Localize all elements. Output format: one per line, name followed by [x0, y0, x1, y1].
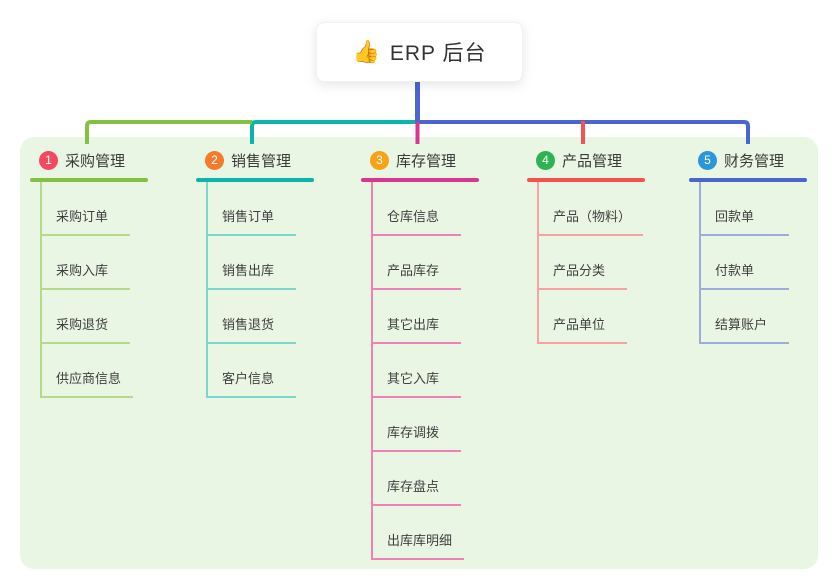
child-topic[interactable]: 其它出库 — [373, 290, 461, 344]
branch-title: 产品管理 — [562, 152, 623, 170]
branch-topic[interactable]: 1 采购管理 — [30, 146, 148, 174]
branch-number-badge: 2 — [205, 150, 224, 170]
child-topic[interactable]: 销售出库 — [208, 236, 296, 290]
child-topic[interactable]: 其它入库 — [373, 344, 461, 398]
child-topic[interactable]: 客户信息 — [208, 344, 296, 398]
branch-group-panel — [20, 137, 818, 569]
child-topic[interactable]: 结算账户 — [701, 290, 789, 344]
branch-topic[interactable]: 2 销售管理 — [196, 146, 314, 174]
branch-purchase: 1 采购管理 采购订单 采购入库 采购退货 供应商信息 — [30, 146, 148, 398]
branch-title: 财务管理 — [724, 152, 785, 170]
root-title: ERP 后台 — [389, 42, 487, 65]
thumbs-up-icon: 👍 — [352, 39, 380, 64]
child-topic[interactable]: 库存盘点 — [373, 452, 461, 506]
branch-children: 采购订单 采购入库 采购退货 供应商信息 — [40, 182, 134, 398]
child-topic[interactable]: 采购入库 — [42, 236, 130, 290]
branch-underline — [361, 178, 479, 182]
child-topic[interactable]: 库存调拨 — [373, 398, 461, 452]
branch-inventory: 3 库存管理 仓库信息 产品库存 其它出库 其它入库 库存调拨 库存盘点 出库库… — [361, 146, 479, 560]
branch-number-badge: 4 — [536, 150, 555, 170]
child-topic[interactable]: 产品库存 — [373, 236, 461, 290]
branch-title: 销售管理 — [231, 152, 292, 170]
branch-children: 仓库信息 产品库存 其它出库 其它入库 库存调拨 库存盘点 出库库明细 — [371, 182, 465, 560]
branch-children: 销售订单 销售出库 销售退货 客户信息 — [206, 182, 296, 398]
child-topic[interactable]: 销售退货 — [208, 290, 296, 344]
root-node[interactable]: 👍 ERP 后台 — [316, 22, 523, 82]
child-topic[interactable]: 产品分类 — [539, 236, 627, 290]
branch-topic[interactable]: 5 财务管理 — [689, 146, 807, 174]
branch-underline — [30, 178, 148, 182]
branch-topic[interactable]: 4 产品管理 — [527, 146, 645, 174]
branch-underline — [196, 178, 314, 182]
branch-number-badge: 5 — [698, 150, 717, 170]
child-topic[interactable]: 出库库明细 — [373, 506, 465, 560]
branch-product: 4 产品管理 产品（物料） 产品分类 产品单位 — [527, 146, 645, 344]
child-topic[interactable]: 付款单 — [701, 236, 789, 290]
child-topic[interactable]: 仓库信息 — [373, 182, 461, 236]
branch-title: 库存管理 — [396, 152, 457, 170]
branch-underline — [527, 178, 645, 182]
branch-sales: 2 销售管理 销售订单 销售出库 销售退货 客户信息 — [196, 146, 314, 398]
branch-topic[interactable]: 3 库存管理 — [361, 146, 479, 174]
child-topic[interactable]: 产品单位 — [539, 290, 627, 344]
child-topic[interactable]: 供应商信息 — [42, 344, 134, 398]
branch-children: 产品（物料） 产品分类 产品单位 — [537, 182, 644, 344]
branch-number-badge: 3 — [370, 150, 389, 170]
branch-number-badge: 1 — [39, 150, 58, 170]
branch-finance: 5 财务管理 回款单 付款单 结算账户 — [689, 146, 807, 344]
branch-children: 回款单 付款单 结算账户 — [699, 182, 789, 344]
child-topic[interactable]: 回款单 — [701, 182, 789, 236]
child-topic[interactable]: 销售订单 — [208, 182, 296, 236]
child-topic[interactable]: 产品（物料） — [539, 182, 644, 236]
branch-underline — [689, 178, 807, 182]
child-topic[interactable]: 采购退货 — [42, 290, 130, 344]
child-topic[interactable]: 采购订单 — [42, 182, 130, 236]
branch-title: 采购管理 — [65, 152, 126, 170]
